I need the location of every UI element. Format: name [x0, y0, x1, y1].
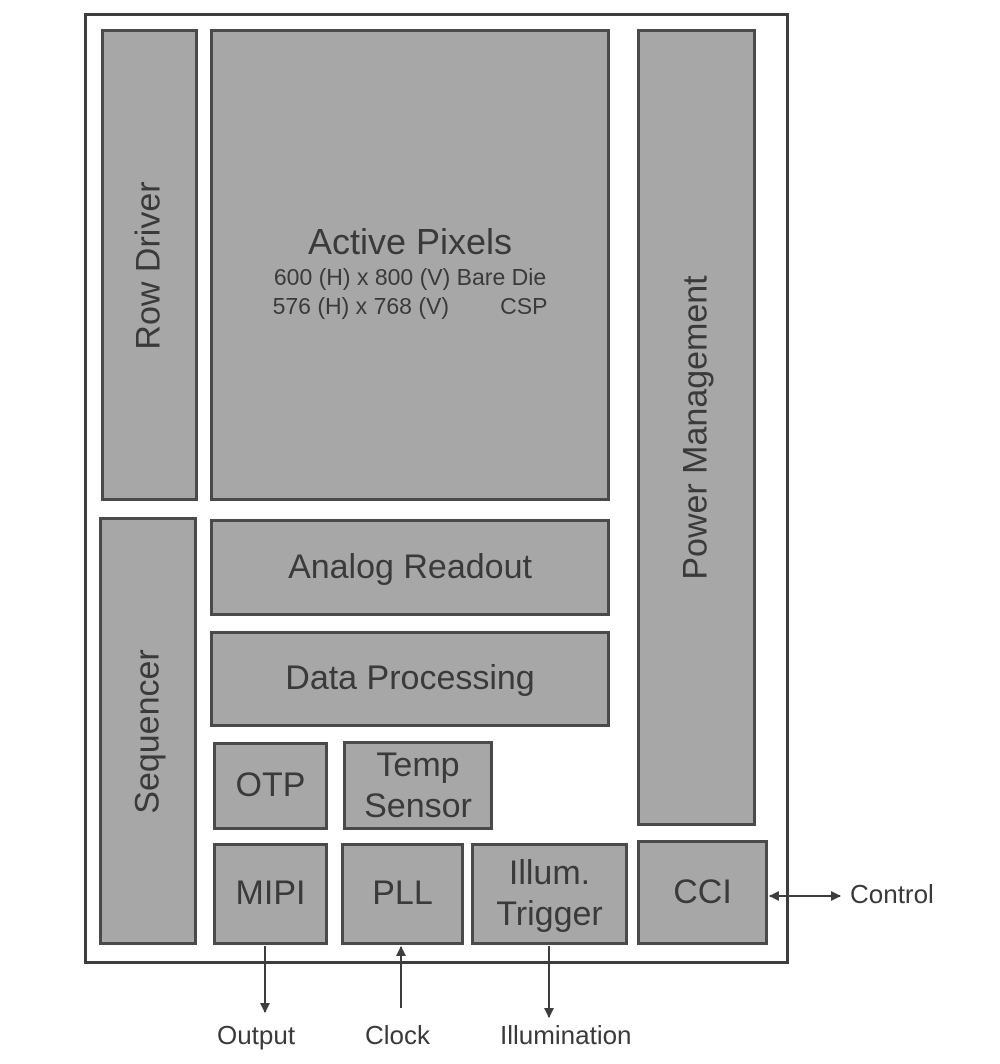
- temp-sensor-label: Temp Sensor: [364, 745, 472, 825]
- otp-block: OTP: [213, 742, 328, 830]
- sequencer-block: Sequencer: [99, 517, 197, 945]
- temp-sensor-block: Temp Sensor: [343, 741, 493, 830]
- output-label: Output: [217, 1020, 296, 1050]
- illum-trigger-label: Illum. Trigger: [496, 854, 603, 933]
- illumination-label: Illumination: [500, 1020, 632, 1050]
- clock-label: Clock: [365, 1020, 431, 1050]
- mipi-label: MIPI: [235, 874, 306, 913]
- control-label: Control: [850, 879, 934, 909]
- cci-label: CCI: [673, 872, 732, 911]
- active-pixels-block: Active Pixels 600 (H) x 800 (V) Bare Die…: [210, 29, 610, 501]
- active-pixels-csp: 576 (H) x 768 (V) CSP: [272, 292, 548, 319]
- illum-trigger-block: Illum. Trigger: [471, 843, 628, 945]
- analog-readout-label: Analog Readout: [288, 547, 532, 586]
- pll-block: PLL: [341, 843, 464, 945]
- cci-block: CCI: [637, 840, 768, 945]
- data-processing-label: Data Processing: [285, 659, 535, 698]
- data-processing-block: Data Processing: [210, 631, 610, 727]
- mipi-block: MIPI: [213, 843, 328, 945]
- otp-label: OTP: [235, 766, 306, 805]
- active-pixels-title: Active Pixels: [307, 221, 513, 262]
- power-management-block: Power Management: [637, 29, 756, 826]
- analog-readout-block: Analog Readout: [210, 519, 610, 616]
- active-pixels-bare-die: 600 (H) x 800 (V) Bare Die: [273, 264, 547, 291]
- pll-label: PLL: [372, 874, 433, 913]
- row-driver-block: Row Driver: [101, 29, 198, 501]
